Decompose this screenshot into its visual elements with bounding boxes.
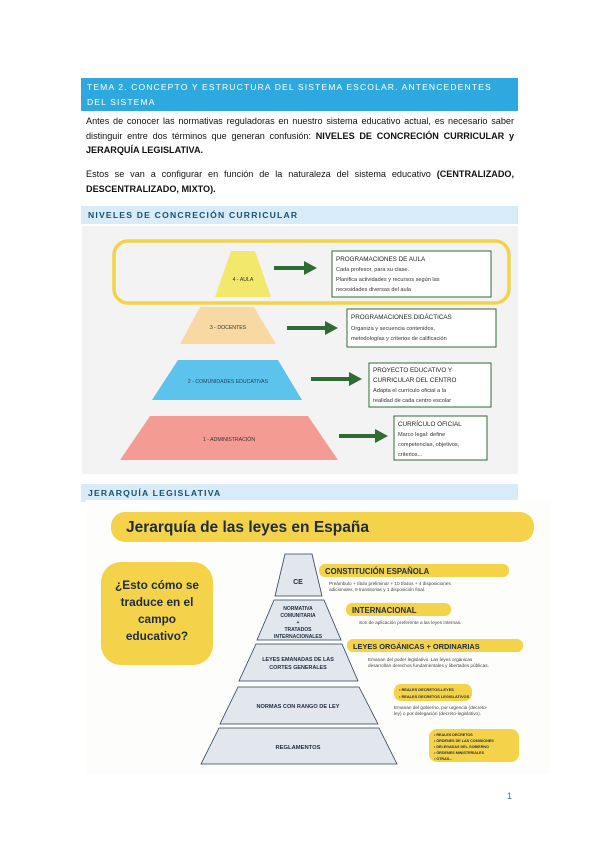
arrow-3-shaft [287, 326, 327, 330]
question-line-4: educativo? [126, 629, 188, 643]
decrees-bullets-pill [394, 684, 472, 701]
level-4-line-2: Planifica actividades y recursos según l… [336, 277, 440, 283]
title-line-1: TEMA 2. CONCEPTO Y ESTRUCTURA DEL SISTEM… [87, 82, 492, 107]
level-2-line-3: realidad de cada centro escolar [373, 398, 451, 404]
international-desc: Son de aplicación preferente a las leyes… [359, 620, 461, 625]
law-tier-5 [200, 727, 398, 765]
level-3-box [346, 308, 497, 348]
law-tier-4-label: NORMAS CON RANGO DE LEY [257, 704, 340, 710]
tier-1-label: 1 - ADMINISTRACIÓN [203, 436, 255, 443]
tier-2-label: 2 - COMUNIDADES EDUCATIVAS [188, 379, 269, 385]
constitution-desc-2: adicionales, 9 transitorias y 1 disposic… [329, 587, 425, 592]
pyramid-tier-1 [120, 416, 338, 460]
law-tier-2-label-2: COMUNITARIA [280, 613, 316, 619]
organic-laws-heading-pill [347, 639, 523, 652]
law-tier-2-label-1: NORMATIVA [283, 606, 313, 612]
question-line-2: traduce en el [121, 595, 194, 609]
decrees-bullet-2: • REALES DECRETOS LEGISLATIVOS [399, 694, 470, 699]
question-line-1: ¿Esto cómo se [115, 578, 199, 592]
constitution-heading-pill [319, 564, 509, 577]
law-tier-3 [238, 643, 359, 682]
level-4-box [331, 250, 492, 298]
decrees-bullet-1: • REALES DECRETOS-LEYES [399, 687, 454, 692]
law-tier-1-label: CE [293, 579, 303, 586]
law-tier-3-label-1: LEYES EMANADAS DE LAS [262, 657, 334, 663]
law-tier-2-label-3: + [297, 620, 300, 626]
pyramid-tier-4 [215, 251, 271, 297]
arrow-1-shaft [339, 434, 377, 438]
arrow-3-icon [325, 321, 338, 335]
tier-3-label: 3 - DOCENTES [210, 325, 247, 331]
international-heading-pill [346, 603, 451, 616]
level-1-box-title: CURRÍCULO OFICIAL [398, 419, 462, 428]
level-1-line-1: Marco legal: define [398, 432, 445, 438]
pyramid-tier-3 [180, 307, 276, 344]
level-2-box [368, 362, 492, 408]
page-number: 1 [507, 791, 513, 801]
arrow-4-shaft [274, 266, 306, 270]
level-1-line-2: competencias, objetivos, [398, 442, 460, 448]
section-heading-niveles: NIVELES DE CONCRECIÓN CURRICULAR [81, 206, 518, 224]
intro-paragraph-1: Antes de conocer las normativas regulado… [86, 114, 514, 158]
level-1-box [393, 415, 488, 461]
law-tier-5-label: REGLAMENTOS [276, 745, 321, 751]
intro-bold-1: NIVELES DE CONCRECIÓN CURRICULAR y JERAR… [86, 130, 514, 156]
pyramid-tier-2 [152, 360, 302, 400]
regulations-bullets-pill [429, 729, 519, 762]
level-2-line-1: CURRICULAR DEL CENTRO [373, 377, 456, 384]
document-title: TEMA 2. CONCEPTO Y ESTRUCTURA DEL SISTEM… [81, 78, 518, 122]
level-4-line-1: Cada profesor, para su clase. [336, 267, 410, 273]
organic-laws-desc-2: desarrollan derechos fundamentales y lib… [368, 663, 489, 668]
intro-bold-2: (CENTRALIZADO, DESCENTRALIZADO, MIXTO). [86, 169, 514, 194]
level-3-docentes: 3 - DOCENTES PROGRAMACIONES DIDÁCTICAS O… [180, 307, 497, 348]
intro-paragraph-2: Estos se van a configurar en función de … [86, 167, 514, 196]
legal-pyramid [200, 553, 398, 765]
curricular-levels-figure: 4 - AULA PROGRAMACIONES DE AULA Cada pro… [82, 226, 518, 474]
level-2-comunidades: 2 - COMUNIDADES EDUCATIVAS PROYECTO EDUC… [152, 360, 492, 408]
law-tier-2 [256, 599, 342, 641]
regulations-bullet-3: • DELEGADAS DEL GOBIERNO [434, 745, 489, 749]
level-3-line-2: metodologías y criterios de calificación [351, 336, 447, 342]
law-tier-2-label-4: TRATADOS [284, 627, 312, 633]
arrow-2-shaft [311, 377, 351, 381]
arrow-4-icon [304, 261, 317, 275]
banner-title: Jerarquía de las leyes en España [126, 519, 369, 536]
arrow-1-icon [375, 429, 388, 443]
international-heading: INTERNACIONAL [352, 606, 417, 615]
tier-4-label: 4 - AULA [233, 277, 254, 283]
regulations-bullet-4: • ÓRDENES MINISTERIALES [434, 750, 485, 755]
level-4-line-3: necesidades diversas del aula [336, 287, 412, 293]
title-line-2: EDUCATIVO ESPAÑOL [87, 112, 198, 122]
banner-shape [111, 512, 534, 542]
constitution-desc-1: Preámbulo + título preliminar + 10 títul… [329, 581, 451, 586]
section-heading-jerarquia: JERARQUÍA LEGISLATIVA [81, 484, 518, 502]
level-4-box-title: PROGRAMACIONES DE AULA [336, 256, 426, 263]
regulations-bullet-2: • ÓRDENES DE LAS COMISIONES [434, 738, 494, 743]
question-line-3: campo [138, 612, 176, 626]
level-3-box-title: PROGRAMACIONES DIDÁCTICAS [351, 312, 452, 321]
constitution-heading: CONSTITUCIÓN ESPAÑOLA [325, 567, 430, 576]
intro-text-1: Antes de conocer las normativas regulado… [86, 116, 514, 141]
level-1-administracion: 1 - ADMINISTRACIÓN CURRÍCULO OFICIAL Mar… [120, 415, 488, 461]
level-1-line-3: criterios... [398, 452, 423, 458]
organic-laws-heading: LEYES ORGÁNICAS + ORDINARIAS [353, 642, 480, 651]
arrow-2-icon [349, 372, 362, 386]
regulations-bullet-1: • REALES DECRETOS [434, 733, 473, 737]
law-tier-2-label-5: INTERNACIONALES [274, 634, 323, 640]
law-tier-4 [219, 686, 379, 725]
law-tier-3-label-2: CORTES GENERALES [269, 665, 327, 671]
law-tier-1 [274, 553, 323, 597]
regulations-bullet-5: • OTRAS... [434, 757, 452, 761]
legal-hierarchy-figure: Jerarquía de las leyes en España ¿Esto c… [86, 500, 551, 774]
decrees-desc-2: ley) o por delegación (decreto-legislati… [394, 711, 481, 716]
intro-text-2: Estos se van a configurar en función de … [86, 169, 437, 179]
level-4-aula: 4 - AULA PROGRAMACIONES DE AULA Cada pro… [215, 250, 492, 298]
level-2-line-2: Adapta el currículo oficial a la [373, 388, 447, 394]
level-2-box-title: PROYECTO EDUCATIVO Y [373, 367, 453, 374]
organic-laws-desc-1: Emanan del poder legislativo. Las leyes … [368, 657, 473, 662]
decrees-desc-1: Emanan del gobierno, por urgencia (decre… [394, 705, 488, 710]
level-3-line-1: Organiza y secuencia contenidos, [351, 326, 435, 332]
aula-highlight-frame [112, 239, 511, 305]
question-bubble [101, 562, 213, 665]
